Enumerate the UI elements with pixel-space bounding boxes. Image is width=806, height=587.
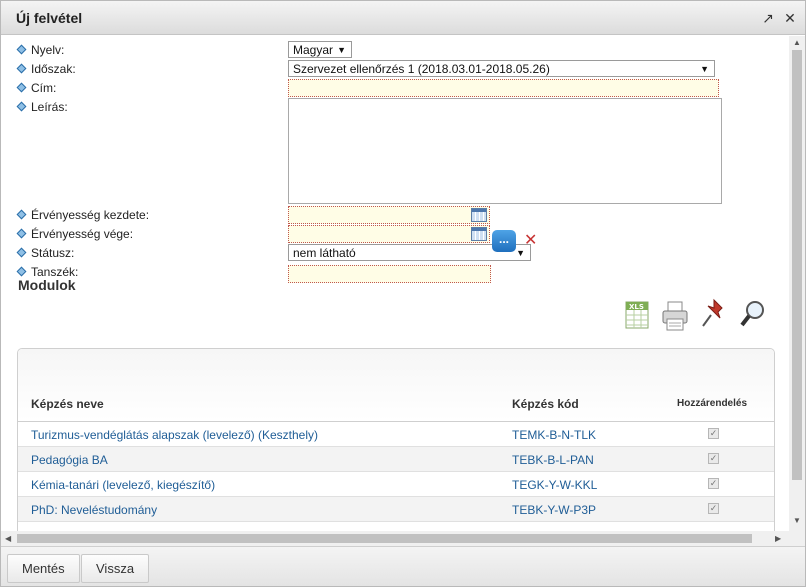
language-select-value: Magyar [293, 43, 334, 57]
xls-export-icon[interactable]: XLS [623, 298, 651, 330]
calendar-icon[interactable] [471, 227, 487, 241]
table-row: PhD: Neveléstudomány TEBK-Y-W-P3P ✓ [18, 497, 774, 522]
course-name-link[interactable]: Pedagógia BA [31, 453, 108, 467]
course-name-link[interactable]: PhD: Neveléstudomány [31, 503, 158, 517]
horizontal-scrollbar[interactable]: ◀ ▶ [1, 531, 789, 546]
required-marker-icon [16, 82, 27, 93]
course-name-link[interactable]: Kémia-tanári (levelező, kiegészítő) [31, 478, 216, 492]
status-label: Státusz: [16, 246, 74, 260]
description-textarea[interactable] [288, 98, 722, 204]
pin-icon[interactable] [700, 298, 728, 330]
course-name-link[interactable]: Turizmus-vendéglátás alapszak (levelező)… [31, 428, 319, 442]
valid-to-label: Érvényesség vége: [16, 227, 133, 241]
period-select[interactable]: Szervezet ellenőrzés 1 (2018.03.01-2018.… [288, 60, 715, 77]
column-header-code[interactable]: Képzés kód [512, 397, 579, 411]
svg-text:XLS: XLS [629, 303, 644, 311]
title-input[interactable] [288, 79, 719, 97]
valid-from-label: Érvényesség kezdete: [16, 208, 149, 222]
chevron-down-icon: ▼ [516, 248, 525, 258]
table-row: Turizmus-vendéglátás alapszak (levelező)… [18, 422, 774, 447]
department-browse-button[interactable]: ... [492, 230, 516, 252]
modules-table: Képzés neve Képzés kód Hozzárendelés Tur… [17, 348, 775, 546]
required-marker-icon [16, 63, 27, 74]
required-marker-icon [16, 247, 27, 258]
required-marker-icon [16, 101, 27, 112]
assignment-checkbox[interactable]: ✓ [708, 428, 719, 439]
search-zoom-icon[interactable] [739, 298, 767, 330]
print-icon[interactable] [661, 300, 689, 332]
course-code-link[interactable]: TEBK-B-L-PAN [512, 453, 594, 467]
vertical-scroll-thumb[interactable] [792, 50, 802, 480]
vertical-scrollbar[interactable]: ▲ ▼ [789, 36, 805, 546]
table-row: Kémia-tanári (levelező, kiegészítő) TEGK… [18, 472, 774, 497]
calendar-icon[interactable] [471, 208, 487, 222]
dialog-footer: Mentés Vissza [1, 546, 805, 586]
horizontal-scroll-thumb[interactable] [17, 534, 752, 543]
department-label: Tanszék: [16, 265, 78, 279]
column-header-assignment[interactable]: Hozzárendelés [677, 398, 748, 409]
modules-title: Modulok [18, 277, 76, 293]
close-icon[interactable]: ✕ [784, 10, 796, 26]
scroll-left-icon[interactable]: ◀ [5, 534, 12, 543]
course-code-link[interactable]: TEGK-Y-W-KKL [512, 478, 598, 492]
required-marker-icon [16, 44, 27, 55]
chevron-down-icon: ▼ [700, 64, 709, 74]
back-button[interactable]: Vissza [81, 554, 150, 583]
required-marker-icon [16, 266, 27, 277]
valid-from-input[interactable] [288, 206, 490, 224]
valid-to-input[interactable] [288, 225, 490, 243]
status-select-value: nem látható [293, 246, 356, 260]
department-input[interactable] [288, 265, 491, 283]
column-header-name[interactable]: Képzés neve [31, 397, 104, 411]
table-row: Pedagógia BA TEBK-B-L-PAN ✓ [18, 447, 774, 472]
period-label: Időszak: [16, 62, 76, 76]
scroll-down-icon[interactable]: ▼ [793, 516, 801, 525]
clear-department-icon[interactable]: ✕ [524, 232, 538, 249]
required-marker-icon [16, 228, 27, 239]
required-marker-icon [16, 209, 27, 220]
assignment-checkbox[interactable]: ✓ [708, 478, 719, 489]
assignment-checkbox[interactable]: ✓ [708, 503, 719, 514]
dialog-titlebar: Új felvétel ↗ ✕ [1, 1, 805, 35]
period-select-value: Szervezet ellenőrzés 1 (2018.03.01-2018.… [293, 62, 550, 76]
popout-icon[interactable]: ↗ [762, 10, 774, 26]
table-header: Képzés neve Képzés kód Hozzárendelés [18, 349, 774, 422]
chevron-down-icon: ▼ [337, 45, 346, 55]
save-button[interactable]: Mentés [7, 554, 80, 583]
language-label: Nyelv: [16, 43, 64, 57]
scroll-right-icon[interactable]: ▶ [775, 534, 782, 543]
dialog-title: Új felvétel [16, 10, 83, 26]
course-code-link[interactable]: TEBK-Y-W-P3P [512, 503, 597, 517]
status-select[interactable]: nem látható ▼ [288, 244, 531, 261]
course-code-link[interactable]: TEMK-B-N-TLK [512, 428, 596, 442]
assignment-checkbox[interactable]: ✓ [708, 453, 719, 464]
dialog-content: Nyelv: Magyar▼ Időszak: Szervezet ellenő… [1, 36, 789, 546]
language-select[interactable]: Magyar▼ [288, 41, 352, 58]
description-label: Leírás: [16, 100, 68, 114]
scroll-up-icon[interactable]: ▲ [793, 38, 801, 47]
title-label: Cím: [16, 81, 56, 95]
